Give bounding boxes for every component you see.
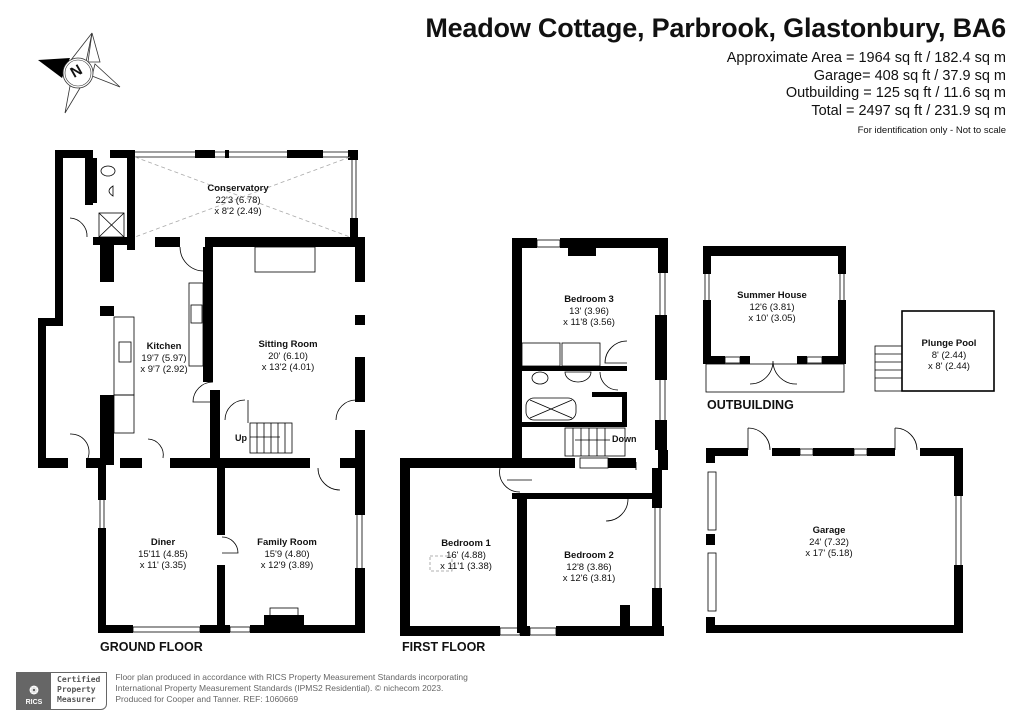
first-floor-label: FIRST FLOOR	[402, 640, 486, 654]
room-bedroom-2: Bedroom 2 12'8 (3.86) x 12'6 (3.81)	[562, 550, 616, 584]
property-title: Meadow Cottage, Parbrook, Glastonbury, B…	[425, 13, 1006, 43]
room-diner: Diner 15'11 (4.85) x 11' (3.35)	[138, 537, 188, 571]
area-summary: Approximate Area = 1964 sq ft / 182.4 sq…	[727, 50, 1006, 120]
rics-logo: ❂ RICS	[17, 673, 51, 709]
room-garage: Garage 24' (7.32) x 17' (5.18)	[805, 525, 853, 559]
outbuilding-label: OUTBUILDING	[707, 398, 794, 412]
area-garage: Garage= 408 sq ft / 37.9 sq m	[813, 67, 1006, 84]
room-bedroom-3: Bedroom 3 13' (3.96) x 11'8 (3.56)	[563, 294, 615, 328]
ground-floor-label: GROUND FLOOR	[100, 640, 203, 654]
area-total: Total = 2497 sq ft / 231.9 sq m	[811, 102, 1006, 119]
room-sitting-room: Sitting Room 20' (6.10) x 13'2 (4.01)	[258, 339, 318, 373]
scale-note: For identification only - Not to scale	[857, 125, 1006, 136]
rics-badge: ❂ RICS Certified Property Measurer	[16, 672, 108, 710]
footer: ❂ RICS Certified Property Measurer Floor…	[16, 672, 468, 710]
room-kitchen: Kitchen 19'7 (5.97) x 9'7 (2.92)	[140, 341, 188, 375]
footer-disclaimer: Floor plan produced in accordance with R…	[115, 672, 468, 704]
room-family-room: Family Room 15'9 (4.80) x 12'9 (3.89)	[257, 537, 317, 571]
room-bedroom-1: Bedroom 1 16' (4.88) x 11'1 (3.38)	[440, 538, 492, 572]
stairs-up-label: Up	[235, 433, 247, 443]
rics-badge-text: Certified Property Measurer	[57, 675, 101, 704]
room-conservatory: Conservatory 22'3 (6.78) x 8'2 (2.49)	[207, 183, 269, 217]
area-outbuilding: Outbuilding = 125 sq ft / 11.6 sq m	[785, 85, 1006, 101]
room-plunge-pool: Plunge Pool 8' (2.44) x 8' (2.44)	[921, 338, 977, 372]
rics-emblem-icon: ❂	[29, 685, 39, 697]
stairs-down-label: Down	[612, 434, 637, 444]
room-summer-house: Summer House 12'6 (3.81) x 10' (3.05)	[737, 290, 807, 324]
area-approximate: Approximate Area = 1964 sq ft / 182.4 sq…	[726, 50, 1006, 66]
compass-icon	[38, 32, 121, 114]
